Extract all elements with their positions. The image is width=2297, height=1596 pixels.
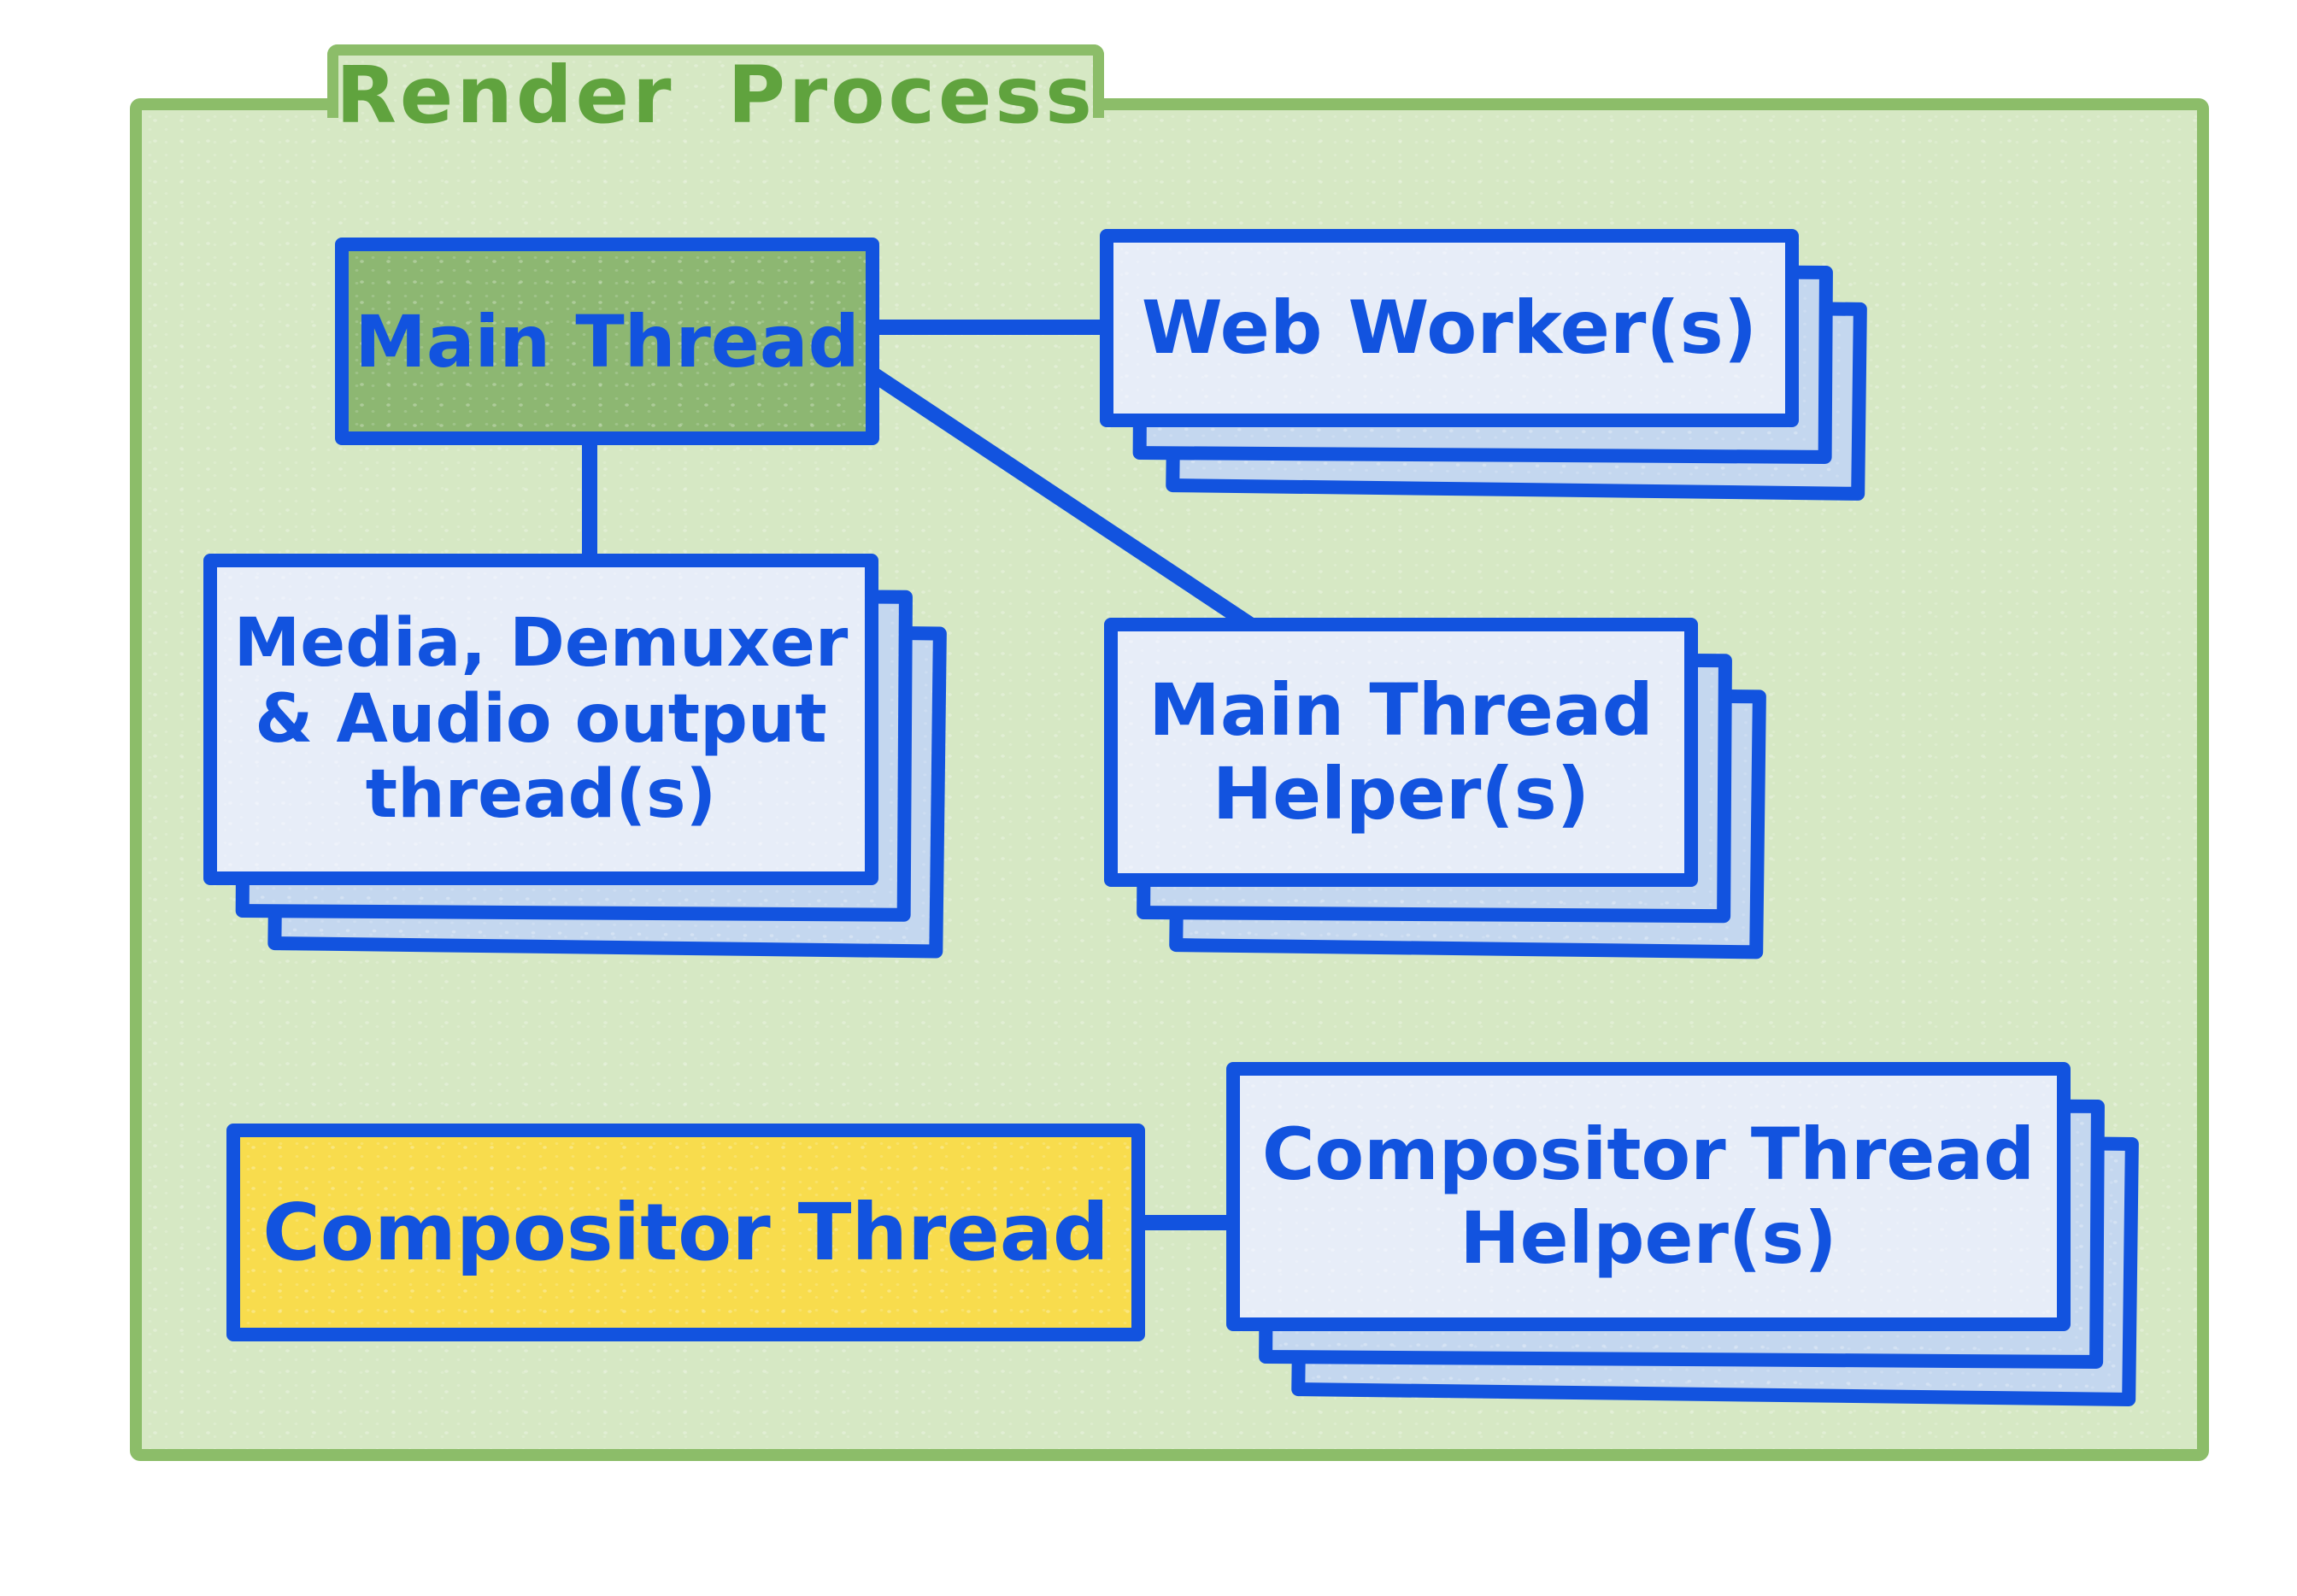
connector-main-thread-to-main-thread-helpers <box>869 367 1262 637</box>
main-thread-label: Main Thread <box>355 299 860 384</box>
compositor-helpers-stack-card-front: Compositor Thread Helper(s) <box>1226 1062 2071 1331</box>
diagram-title: Render Process <box>336 50 1096 141</box>
media-label-line-3: thread(s) <box>365 756 717 834</box>
web-workers-label: Web Worker(s) <box>1141 285 1758 371</box>
media-demuxer-audio-node: Media, Demuxer & Audio output thread(s) <box>203 554 947 959</box>
compositor-thread-label: Compositor Thread <box>262 1187 1109 1278</box>
compositor-helpers-label-line-1: Compositor Thread <box>1261 1112 2036 1197</box>
main-thread-helpers-label-line-2: Helper(s) <box>1212 751 1590 836</box>
web-workers-stack-card-front: Web Worker(s) <box>1100 229 1799 427</box>
media-stack-card-front: Media, Demuxer & Audio output thread(s) <box>203 554 878 885</box>
web-workers-node: Web Worker(s) <box>1100 229 1867 501</box>
main-thread-helpers-label-line-1: Main Thread <box>1148 668 1654 753</box>
main-thread-helpers-node: Main Thread Helper(s) <box>1104 618 1766 959</box>
render-process-tab <box>327 44 1104 118</box>
compositor-thread-node: Compositor Thread <box>226 1124 1145 1341</box>
media-label-line-2: & Audio output <box>255 680 827 758</box>
media-label-line-1: Media, Demuxer <box>233 604 849 682</box>
compositor-thread-helpers-node: Compositor Thread Helper(s) <box>1226 1062 2139 1407</box>
compositor-helpers-label-line-2: Helper(s) <box>1460 1195 1837 1280</box>
main-thread-helpers-stack-card-front: Main Thread Helper(s) <box>1104 618 1698 887</box>
main-thread-node: Main Thread <box>335 238 879 445</box>
